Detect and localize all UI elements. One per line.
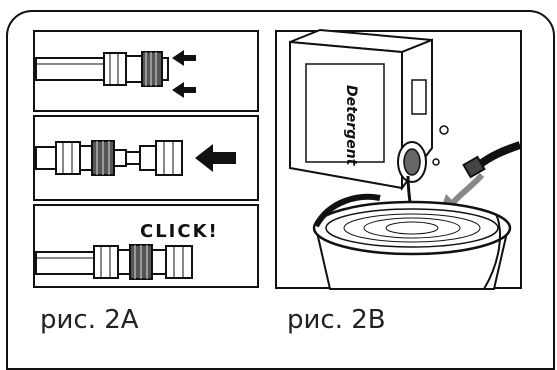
hose-coupler-step2	[36, 141, 182, 175]
droplet-icons	[433, 126, 448, 165]
detergent-label: Detergent	[343, 85, 359, 167]
caption-2b: рис. 2B	[287, 305, 386, 335]
caption-2a: рис. 2A	[40, 305, 139, 335]
detergent-bottle	[290, 30, 432, 188]
water-hose	[464, 145, 520, 177]
arrow-icon-left-1	[172, 50, 196, 66]
click-label: CLICK!	[140, 221, 219, 242]
hose-coupler-step3	[36, 245, 192, 279]
arrow-icon-left-3	[195, 144, 236, 172]
bucket	[314, 197, 510, 289]
hose-coupler-step1	[36, 52, 168, 86]
arrow-icon-left-2	[172, 82, 196, 98]
